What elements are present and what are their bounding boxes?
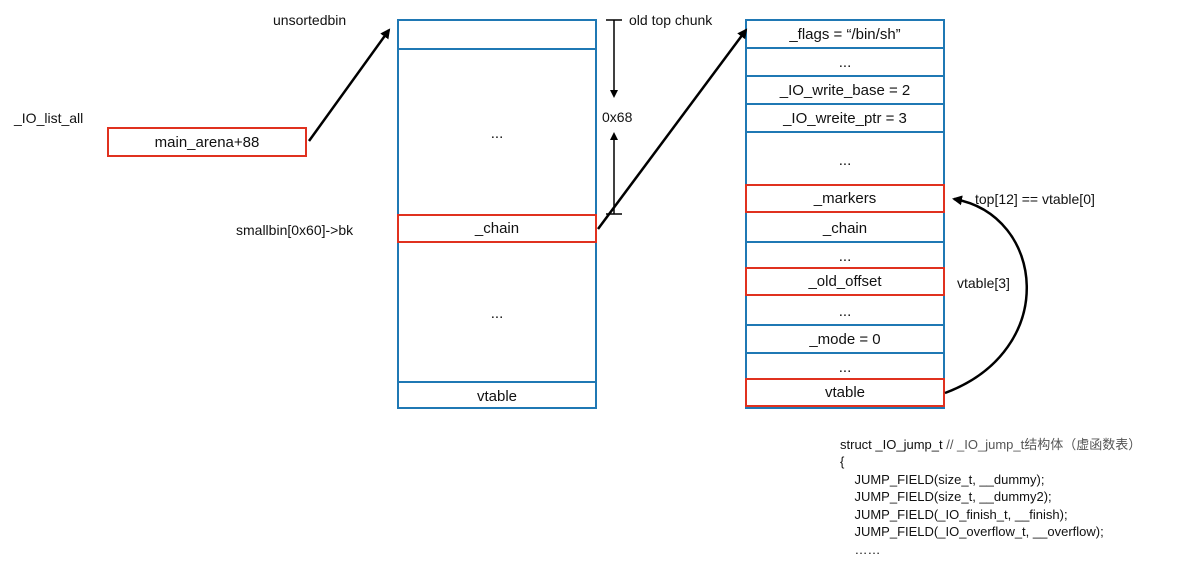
file-divider xyxy=(747,352,943,354)
file-row: ... xyxy=(838,53,852,71)
file-divider xyxy=(747,47,943,49)
chunk-vtable-cell: vtable xyxy=(476,387,518,405)
main-arena-box: main_arena+88 xyxy=(107,127,307,157)
file-row: ... xyxy=(838,358,852,376)
vtable3-label: vtable[3] xyxy=(957,275,1010,291)
chunk-divider xyxy=(399,381,595,383)
file-divider xyxy=(747,75,943,77)
file-row: _IO_wreite_ptr = 3 xyxy=(783,109,907,127)
code-line: JUMP_FIELD(size_t, __dummy2); xyxy=(840,489,1052,504)
code-line: JUMP_FIELD(_IO_finish_t, __finish); xyxy=(840,506,1068,522)
chunk-middle-dots: ... xyxy=(490,124,504,142)
file-divider xyxy=(747,241,943,243)
code-line: JUMP_FIELD(_IO_overflow_t, __overflow); xyxy=(840,524,1104,539)
arrow-vtable-to-markers xyxy=(944,195,1028,395)
code-comment: // _IO_jump_t结构体（虚函数表） xyxy=(946,436,1142,452)
file-divider xyxy=(747,103,943,105)
code-struct-decl: struct _IO_jump_t xyxy=(840,436,947,452)
jump-struct-code: struct _IO_jump_t // _IO_jump_t结构体（虚函数表）… xyxy=(840,418,1141,576)
file-row: _chain xyxy=(822,219,868,237)
chunk-chain-field: _chain xyxy=(397,214,597,243)
file-row: ... xyxy=(838,302,852,320)
file-row: _flags = “/bin/sh” xyxy=(789,25,901,43)
file-row: ... xyxy=(838,247,852,265)
arrow-layer xyxy=(307,19,1028,395)
size-0x68-label: 0x68 xyxy=(602,109,633,125)
unsortedbin-label: unsortedbin xyxy=(273,12,347,28)
top-vtable-label: top[12] == vtable[0] xyxy=(975,191,1095,207)
io-file-struct: _flags = “/bin/sh” ... _IO_write_base = … xyxy=(745,19,945,409)
chunk-lower-dots: ... xyxy=(490,304,504,322)
file-row: _IO_write_base = 2 xyxy=(779,81,911,99)
file-divider xyxy=(747,131,943,133)
vtable-field: vtable xyxy=(745,378,945,407)
old-top-chunk-label: old top chunk xyxy=(629,12,713,28)
arrow-main-arena-to-unsortedbin xyxy=(307,28,391,142)
code-line: { xyxy=(840,454,845,469)
file-divider xyxy=(747,324,943,326)
file-row: ... xyxy=(838,151,852,169)
arrow-chain-to-file-struct xyxy=(596,28,748,230)
chunk-divider xyxy=(399,48,595,50)
code-line: …… xyxy=(840,541,881,557)
old-offset-field: _old_offset xyxy=(745,267,945,296)
code-line: JUMP_FIELD(size_t, __dummy); xyxy=(840,471,1045,487)
smallbin-label: smallbin[0x60]->bk xyxy=(236,222,354,238)
markers-field: _markers xyxy=(745,184,945,213)
code-line: struct _IO_jump_t // _IO_jump_t结构体（虚函数表） xyxy=(840,436,1141,454)
io-list-all-label: _IO_list_all xyxy=(14,110,84,126)
file-row: _mode = 0 xyxy=(809,330,881,348)
